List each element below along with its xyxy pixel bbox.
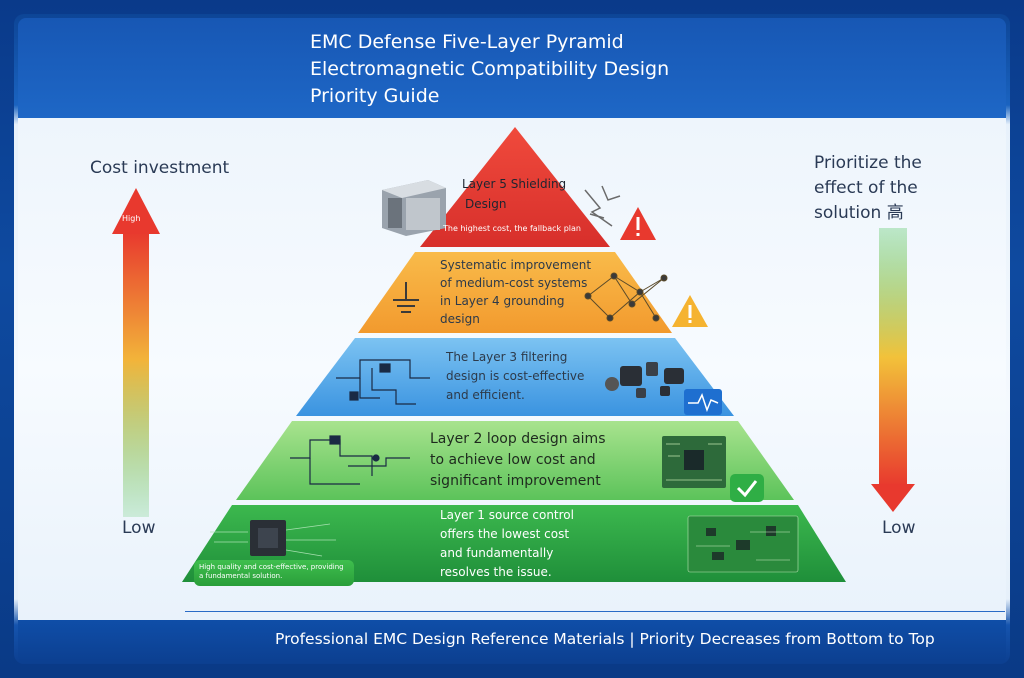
- title-line-2: Electromagnetic Compatibility Design: [310, 58, 670, 80]
- layer-1-text: Layer 1 source control offers the lowest…: [440, 506, 574, 582]
- priority-effect-label: Prioritize the effect of the solution 高: [814, 151, 922, 226]
- cost-arrow: [112, 188, 160, 517]
- layer-3-line-3: and efficient.: [446, 388, 525, 402]
- cost-high-label: High: [122, 214, 141, 223]
- waveform-icon: [684, 389, 722, 415]
- cost-low-label: Low: [122, 518, 156, 538]
- priority-line-3: solution 高: [814, 203, 904, 223]
- layer-1-line-2: offers the lowest cost: [440, 527, 570, 541]
- layer-5-subtitle: The highest cost, the fallback plan: [443, 224, 581, 233]
- layer-3-shape: [296, 338, 734, 416]
- layer-5-text: Layer 5 Shielding Design: [462, 174, 566, 214]
- layer-1-line-1: Layer 1 source control: [440, 508, 574, 522]
- title-line-3: Priority Guide: [310, 85, 440, 107]
- filter-circuit-icon: [336, 359, 430, 405]
- footer-band: [18, 620, 1006, 664]
- layer-4-line-2: of medium-cost systems: [440, 276, 588, 290]
- components-icon: [605, 362, 684, 398]
- pcb-layout-icon: [687, 515, 799, 573]
- footer-caption: Professional EMC Design Reference Materi…: [275, 630, 935, 648]
- priority-line-1: Prioritize the: [814, 153, 922, 173]
- layer-3-text: The Layer 3 filtering design is cost-eff…: [446, 348, 584, 405]
- priority-line-2: effect of the: [814, 178, 918, 198]
- priority-arrow: [871, 228, 915, 512]
- priority-low-label: Low: [882, 518, 916, 538]
- layer-4-line-4: design: [440, 312, 480, 326]
- ground-icon: [393, 282, 419, 313]
- layer-4-shape: [358, 252, 672, 333]
- layer-2-text: Layer 2 loop design aims to achieve low …: [430, 429, 606, 492]
- layer-3-line-1: The Layer 3 filtering: [446, 350, 568, 364]
- layer-5-line-1: Layer 5 Shielding: [462, 177, 567, 191]
- loop-circuit-icon: [290, 435, 410, 485]
- layer-4-line-1: Systematic improvement: [440, 258, 592, 272]
- layer-4-text: Systematic improvement of medium-cost sy…: [440, 256, 591, 328]
- interference-icon: [584, 185, 621, 227]
- layer-2-shape: [236, 421, 794, 500]
- layer-4-line-3: in Layer 4 grounding: [440, 294, 565, 308]
- layer-2-line-2: to achieve low cost and: [430, 452, 596, 468]
- layer-1-line-3: and fundamentally: [440, 546, 554, 560]
- footer-divider: [185, 611, 1005, 612]
- checkmark-icon: [730, 474, 764, 502]
- warning-icon-layer4: [672, 295, 708, 327]
- layer-5-shape: [420, 127, 610, 247]
- chip-icon: [210, 520, 336, 557]
- layer-2-line-3: significant improvement: [430, 473, 601, 489]
- layer-2-line-1: Layer 2 loop design aims: [430, 431, 606, 447]
- layer-3-line-2: design is cost-effective: [446, 369, 585, 383]
- warning-icon-layer5: [620, 207, 656, 240]
- layer-1-line-4: resolves the issue.: [440, 565, 552, 579]
- shield-box-icon: [382, 180, 446, 236]
- layer-1-badge: High quality and cost-effective, providi…: [194, 560, 354, 586]
- page-title: EMC Defense Five-Layer Pyramid Electroma…: [310, 29, 730, 110]
- layer-5-line-2: Design: [465, 197, 507, 211]
- cost-investment-label: Cost investment: [90, 158, 230, 178]
- pcb-board-icon: [662, 436, 726, 488]
- network-mesh-icon: [584, 272, 668, 322]
- title-line-1: EMC Defense Five-Layer Pyramid: [310, 31, 624, 53]
- header-band: [18, 18, 1006, 118]
